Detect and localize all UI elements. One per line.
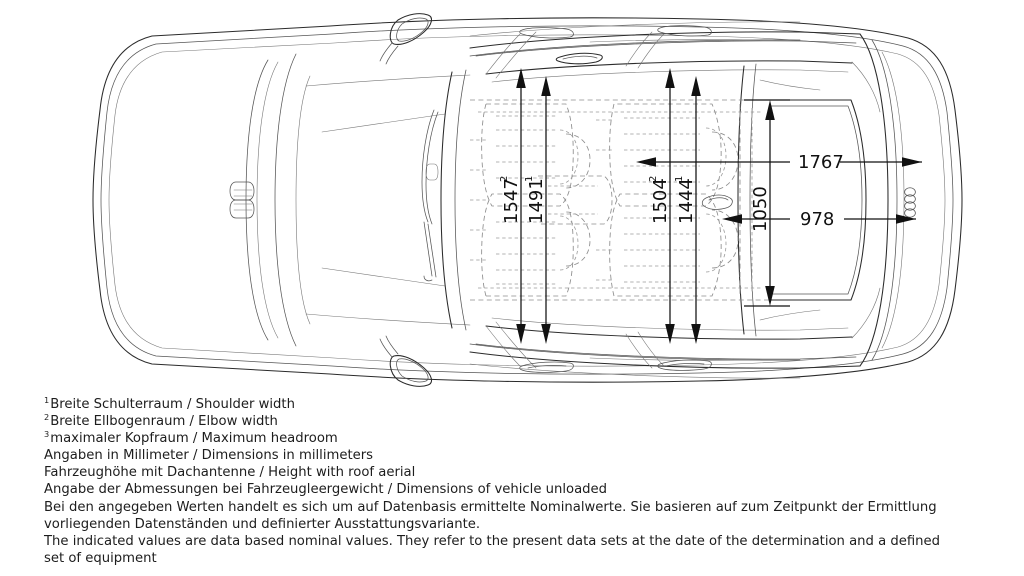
dimension-1504-elbow-width-rear: 1504 2	[648, 68, 675, 344]
audi-rings-badge	[904, 187, 916, 218]
front-end-bonnet	[229, 53, 471, 347]
dimension-1547-elbow-width-front: 1547 2	[499, 68, 526, 344]
footnote-marker-1: 1	[44, 394, 50, 405]
footnote-2: 2Breite Ellbogenraum / Elbow width	[44, 413, 944, 430]
note-units: Angaben in Millimeter / Dimensions in mi…	[44, 448, 374, 464]
rear-bench-left	[609, 103, 739, 207]
footnote-1: 1Breite Schulterraum / Shoulder width	[44, 396, 944, 413]
dimension-1444-shoulder-width-rear: 1444 1	[674, 76, 701, 344]
vehicle-top-view-drawing: 1547 2 1491 1 1504 2	[92, 13, 963, 387]
footnote-text-2: Breite Ellbogenraum / Elbow width	[50, 414, 278, 430]
dimension-1491-shoulder-width-front: 1491 1	[524, 76, 551, 344]
footnote-marker-2: 2	[44, 411, 50, 422]
dimension-value-978: 978	[800, 209, 834, 230]
front-seat-left	[481, 103, 591, 207]
footnote-3: 3maximaler Kopfraum / Maximum headroom	[44, 430, 944, 447]
dimension-sup-1547: 2	[499, 176, 510, 182]
footnote-text-1: Breite Schulterraum / Shoulder width	[50, 397, 295, 412]
note-unloaded: Angabe der Abmessungen bei Fahrzeugleerg…	[44, 482, 608, 498]
doors-and-sills	[469, 21, 801, 379]
dimension-value-1491: 1491	[526, 178, 547, 224]
note-roof-aerial: Fahrzeughöhe mit Dachantenne / Height wi…	[44, 465, 416, 481]
notes-block: 1Breite Schulterraum / Shoulder width 2B…	[44, 396, 944, 567]
dimension-value-1050: 1050	[750, 186, 771, 232]
dimension-value-1767: 1767	[798, 152, 844, 173]
front-seat-right	[481, 193, 591, 297]
dimension-sup-1504: 2	[648, 176, 659, 182]
dimension-value-1444: 1444	[676, 178, 697, 224]
dimension-value-1504: 1504	[650, 178, 671, 224]
footnote-marker-3: 3	[44, 428, 50, 439]
dimension-1050-boot: 1050	[744, 99, 790, 307]
rear-bench-right	[609, 193, 739, 297]
disclaimer-de: Bei den angegeben Werten handelt es sich…	[44, 499, 937, 532]
dimension-sup-1491: 1	[524, 176, 535, 182]
disclaimer-en: The indicated values are data based nomi…	[44, 533, 941, 566]
dimension-value-1547: 1547	[501, 178, 522, 224]
interior-hidden-lines	[470, 99, 770, 301]
footnote-text-3: maximaler Kopfraum / Maximum headroom	[50, 431, 338, 447]
dimension-978-luggage-width: 978	[722, 209, 916, 230]
wing-mirrors	[379, 13, 433, 387]
dimension-1767-overall-width: 1767	[636, 152, 922, 173]
rear-end-trunk	[759, 33, 916, 367]
dimension-sup-1444: 1	[674, 176, 685, 182]
roof-and-greenhouse	[469, 31, 861, 369]
